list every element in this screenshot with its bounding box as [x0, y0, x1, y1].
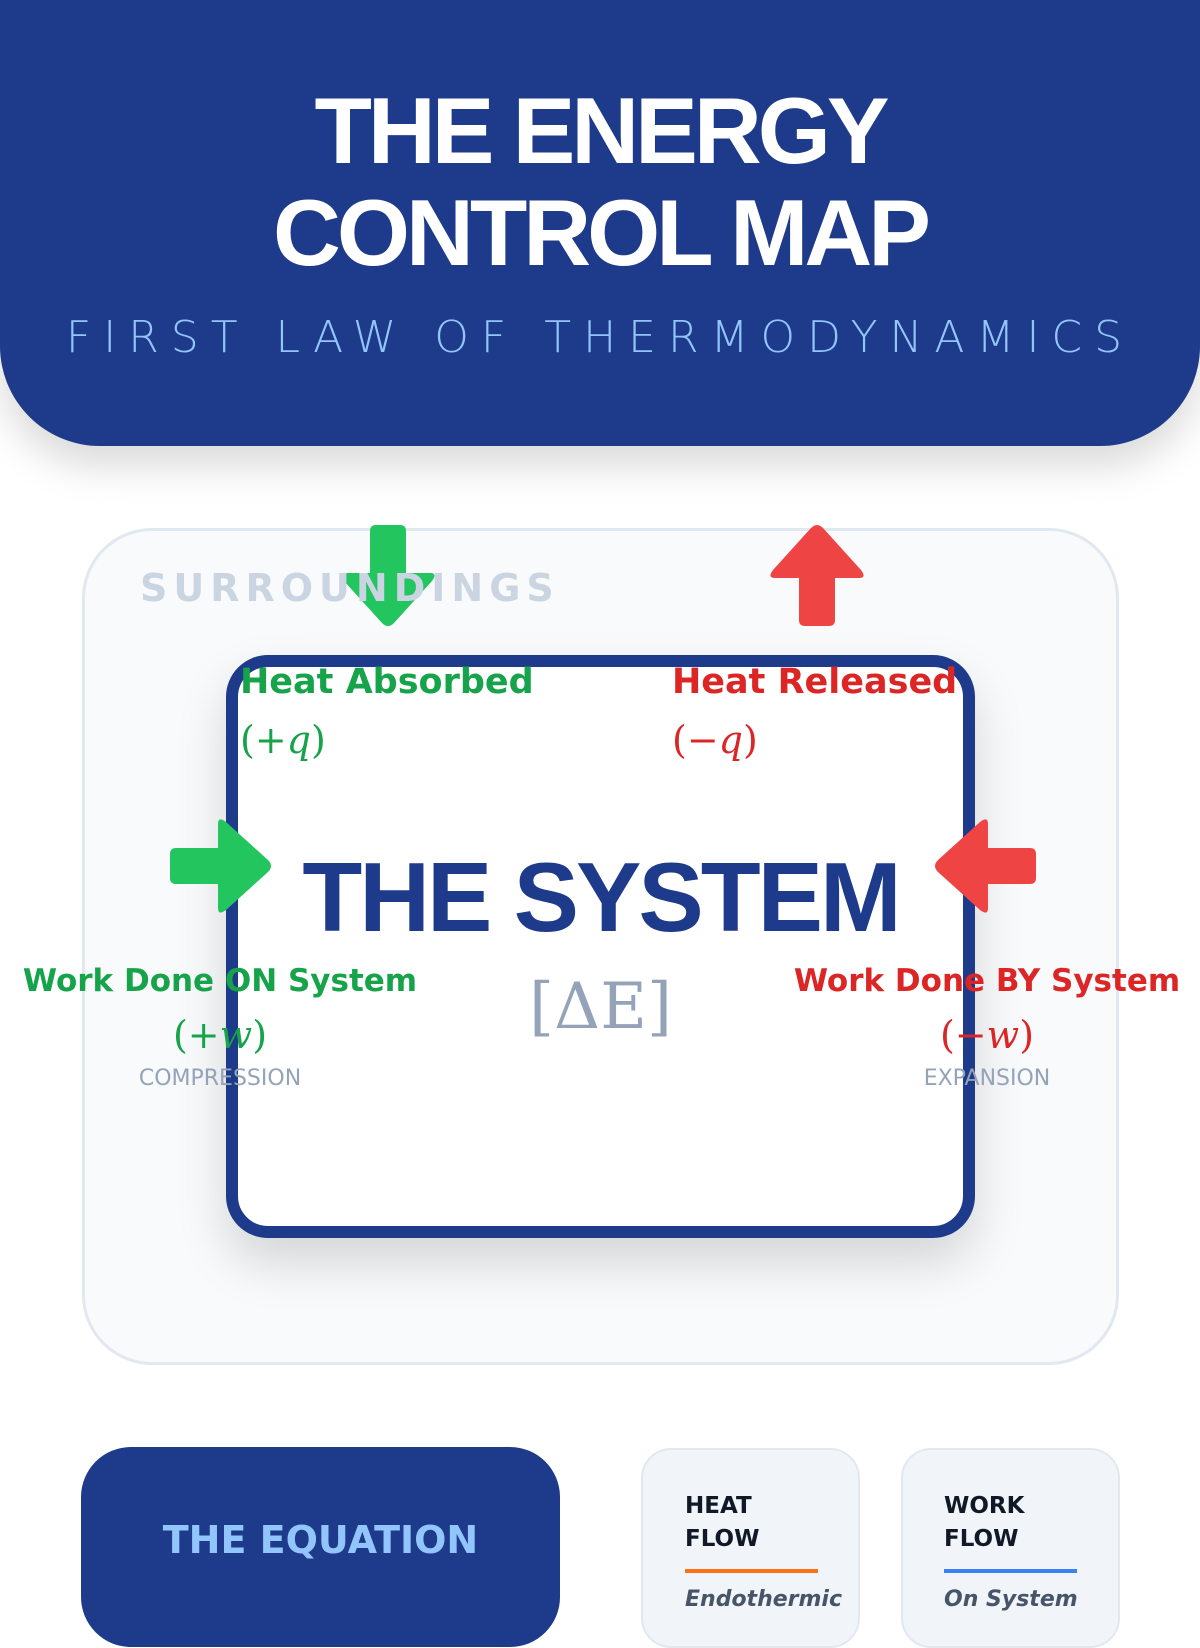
compression-note: COMPRESSION — [138, 1066, 302, 1091]
subtitle: FIRST LAW OF THERMODYNAMICS — [65, 312, 1135, 363]
system-box — [226, 655, 975, 1238]
heat-out-arrow-icon — [770, 525, 864, 626]
header-banner — [0, 0, 1200, 446]
work-in-arrow-icon — [170, 819, 271, 913]
surroundings-label: SURROUNDINGS — [140, 566, 560, 610]
work-by-label: Work Done BY System — [793, 963, 1181, 999]
work-on-label: Work Done ON System — [22, 963, 418, 999]
work-accent-line — [944, 1569, 1077, 1573]
title-line-2: CONTROL MAP — [272, 180, 931, 285]
heat-released-label: Heat Released — [672, 662, 958, 702]
heat-absorbed-label: Heat Absorbed — [240, 662, 534, 702]
work-by-sign: (−w) — [939, 1013, 1035, 1057]
title-line-1: THE ENERGY — [314, 78, 889, 183]
heat-in-arrow-icon — [341, 525, 435, 626]
equation-title: THE EQUATION — [162, 1518, 479, 1562]
work-out-arrow-icon — [935, 819, 1036, 913]
delta-e-symbol: [ΔE] — [529, 970, 672, 1044]
heat-released-sign: (−q) — [672, 718, 758, 762]
heat-accent-line — [685, 1569, 818, 1573]
work-on-sign: (+w) — [172, 1013, 268, 1057]
expansion-note: EXPANSION — [923, 1066, 1051, 1091]
heat-absorbed-sign: (+q) — [240, 718, 326, 762]
system-title: THE SYSTEM — [302, 842, 901, 952]
